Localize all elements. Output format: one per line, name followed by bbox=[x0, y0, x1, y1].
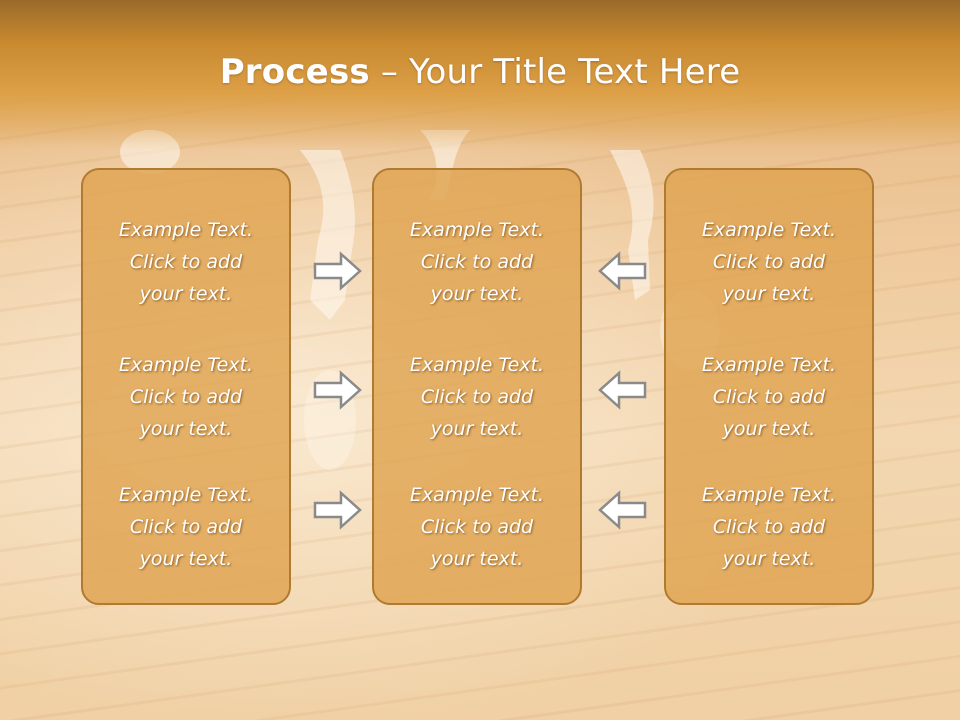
arrow-left-icon[interactable] bbox=[597, 370, 647, 410]
text-line: Click to add bbox=[420, 516, 534, 538]
text-line: your text. bbox=[139, 418, 233, 440]
placeholder-text[interactable]: Example Text. Click to add your text. bbox=[374, 214, 580, 310]
placeholder-text[interactable]: Example Text. Click to add your text. bbox=[666, 349, 872, 445]
text-line: Example Text. bbox=[409, 219, 545, 241]
text-line: Click to add bbox=[712, 516, 826, 538]
text-line: Example Text. bbox=[409, 484, 545, 506]
placeholder-text[interactable]: Example Text. Click to add your text. bbox=[83, 479, 289, 575]
text-line: Click to add bbox=[712, 386, 826, 408]
text-line: Click to add bbox=[129, 516, 243, 538]
text-line: Example Text. bbox=[118, 219, 254, 241]
text-line: your text. bbox=[430, 548, 524, 570]
placeholder-text[interactable]: Example Text. Click to add your text. bbox=[83, 214, 289, 310]
text-line: Example Text. bbox=[701, 484, 837, 506]
arrow-right-icon[interactable] bbox=[313, 490, 363, 530]
title-bold: Process bbox=[219, 52, 370, 92]
arrow-left-icon[interactable] bbox=[597, 490, 647, 530]
text-line: Click to add bbox=[129, 251, 243, 273]
text-line: Example Text. bbox=[118, 484, 254, 506]
text-line: Click to add bbox=[712, 251, 826, 273]
text-line: Click to add bbox=[420, 251, 534, 273]
placeholder-text[interactable]: Example Text. Click to add your text. bbox=[666, 214, 872, 310]
placeholder-text[interactable]: Example Text. Click to add your text. bbox=[83, 349, 289, 445]
title-rest: – Your Title Text Here bbox=[369, 52, 741, 92]
text-line: your text. bbox=[430, 418, 524, 440]
text-line: Example Text. bbox=[701, 219, 837, 241]
text-panel-left[interactable]: Example Text. Click to add your text. Ex… bbox=[81, 168, 291, 605]
text-line: your text. bbox=[722, 283, 816, 305]
text-line: your text. bbox=[139, 283, 233, 305]
placeholder-text[interactable]: Example Text. Click to add your text. bbox=[374, 349, 580, 445]
text-panel-center[interactable]: Example Text. Click to add your text. Ex… bbox=[372, 168, 582, 605]
slide-title[interactable]: Process – Your Title Text Here bbox=[0, 52, 960, 92]
text-line: your text. bbox=[139, 548, 233, 570]
text-panel-right[interactable]: Example Text. Click to add your text. Ex… bbox=[664, 168, 874, 605]
title-bar bbox=[0, 0, 960, 150]
text-line: Example Text. bbox=[701, 354, 837, 376]
arrow-right-icon[interactable] bbox=[313, 251, 363, 291]
text-line: your text. bbox=[722, 418, 816, 440]
text-line: Example Text. bbox=[118, 354, 254, 376]
text-line: Example Text. bbox=[409, 354, 545, 376]
text-line: Click to add bbox=[420, 386, 534, 408]
arrow-left-icon[interactable] bbox=[597, 251, 647, 291]
text-line: Click to add bbox=[129, 386, 243, 408]
placeholder-text[interactable]: Example Text. Click to add your text. bbox=[666, 479, 872, 575]
placeholder-text[interactable]: Example Text. Click to add your text. bbox=[374, 479, 580, 575]
arrow-right-icon[interactable] bbox=[313, 370, 363, 410]
text-line: your text. bbox=[722, 548, 816, 570]
text-line: your text. bbox=[430, 283, 524, 305]
